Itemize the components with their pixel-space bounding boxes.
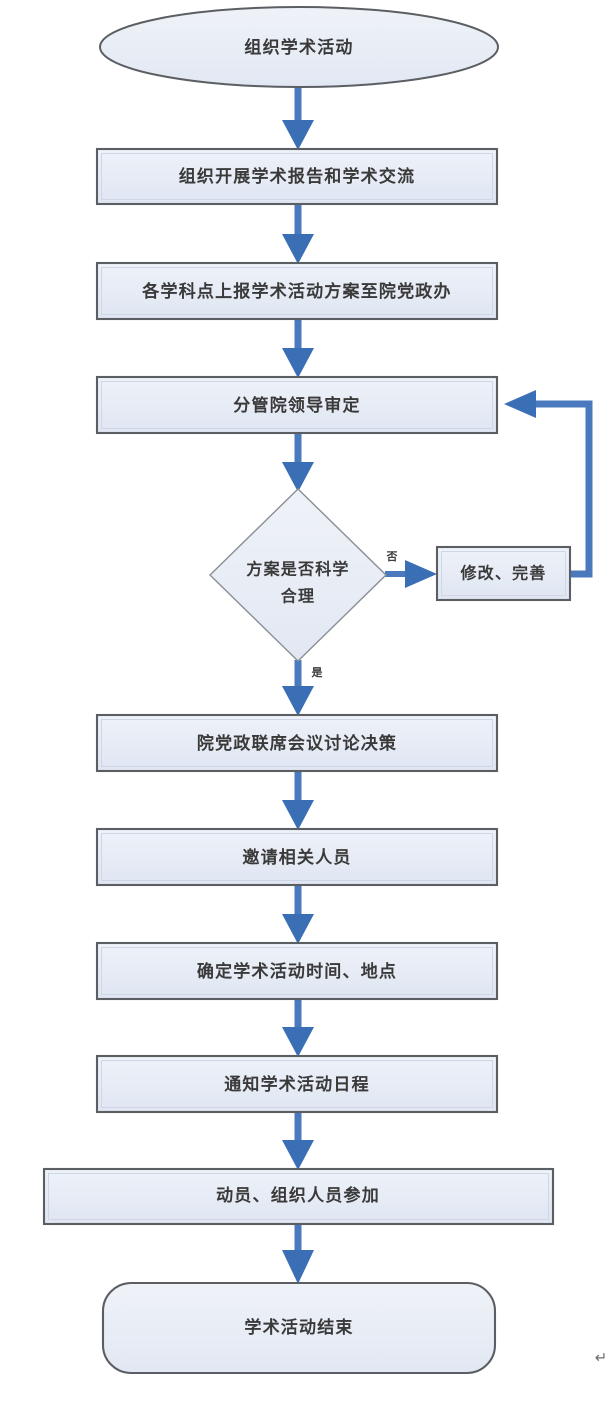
node-step8-label: 动员、组织人员参加	[216, 1185, 380, 1206]
node-step7-label: 通知学术活动日程	[224, 1074, 370, 1095]
connector-step7-to-step8	[282, 1111, 314, 1170]
connector-step2-to-step3	[282, 318, 314, 378]
connector-step1-to-step2	[282, 203, 314, 264]
node-step6-label: 确定学术活动时间、地点	[197, 961, 397, 982]
node-step1-label: 组织开展学术报告和学术交流	[179, 166, 416, 187]
node-step2[interactable]: 各学科点上报学术活动方案至院党政办	[95, 261, 499, 321]
node-step7[interactable]: 通知学术活动日程	[95, 1054, 499, 1114]
connector-decision-yes-to-step4	[282, 660, 314, 716]
branch-label-no: 否	[386, 550, 398, 563]
branch-label-yes: 是	[311, 666, 324, 679]
node-decision-label-line1: 方案是否科学	[246, 560, 349, 579]
connector-step8-to-end	[282, 1223, 314, 1284]
node-decision-label-line2: 合理	[281, 587, 315, 606]
node-step2-label: 各学科点上报学术活动方案至院党政办	[141, 281, 451, 302]
node-step1[interactable]: 组织开展学术报告和学术交流	[95, 147, 499, 206]
node-end[interactable]: 学术活动结束	[101, 1281, 497, 1375]
node-step8[interactable]: 动员、组织人员参加	[42, 1167, 555, 1226]
node-end-label: 学术活动结束	[244, 1317, 353, 1338]
connector-start-to-step1	[282, 86, 314, 150]
node-step3-label: 分管院领导审定	[233, 395, 360, 416]
connector-step5-to-step6	[282, 884, 314, 944]
connector-step6-to-step7	[282, 998, 314, 1057]
node-start-label: 组织学术活动	[244, 37, 353, 58]
connector-decision-no-to-revise	[385, 560, 437, 588]
node-revise-label: 修改、完善	[459, 564, 546, 583]
node-step4-label: 院党政联席会议讨论决策	[197, 733, 397, 754]
node-start[interactable]: 组织学术活动	[99, 6, 499, 88]
node-step5-label: 邀请相关人员	[242, 847, 351, 868]
node-revise[interactable]: 修改、完善	[435, 545, 572, 602]
connector-revise-feedback-to-step3	[504, 390, 593, 578]
node-decision[interactable]: 方案是否科学 合理	[208, 488, 388, 662]
connector-step4-to-step5	[282, 770, 314, 830]
node-step5[interactable]: 邀请相关人员	[95, 827, 499, 887]
connector-step3-to-decision	[282, 432, 314, 492]
paragraph-return-mark-right: ↵	[595, 1349, 608, 1367]
node-step4[interactable]: 院党政联席会议讨论决策	[95, 713, 499, 773]
node-step3[interactable]: 分管院领导审定	[95, 375, 499, 435]
node-step6[interactable]: 确定学术活动时间、地点	[95, 941, 499, 1001]
